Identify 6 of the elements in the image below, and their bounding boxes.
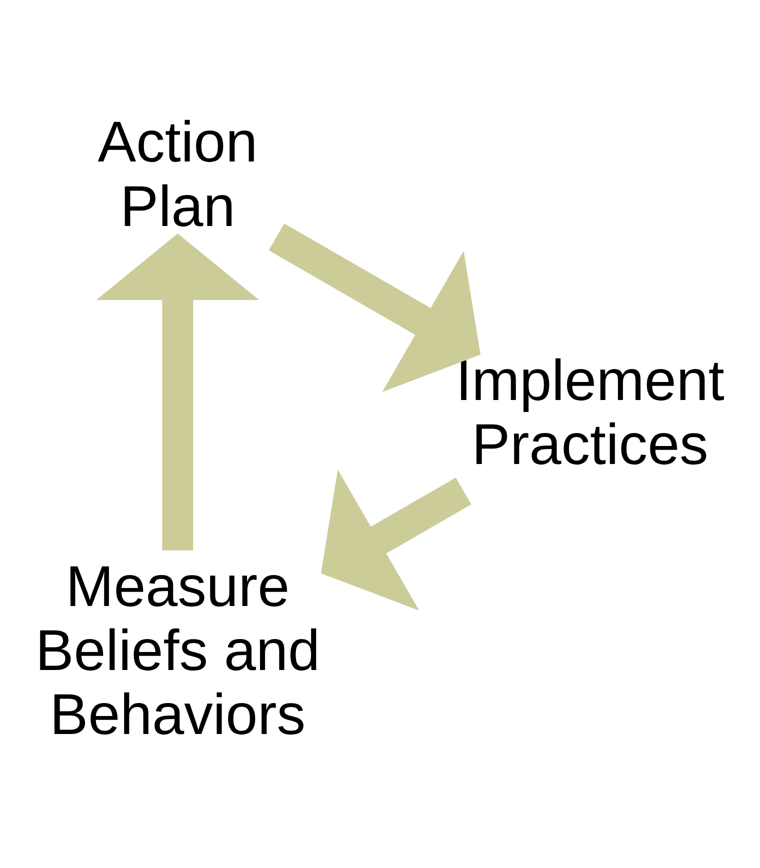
node-text: Action Plan [98,110,258,239]
node-text: Measure Beliefs and Behaviors [35,554,320,748]
node-text: Implement Practices [456,348,724,477]
arrow [268,223,480,392]
arrow [96,233,260,550]
arrow [320,470,472,611]
